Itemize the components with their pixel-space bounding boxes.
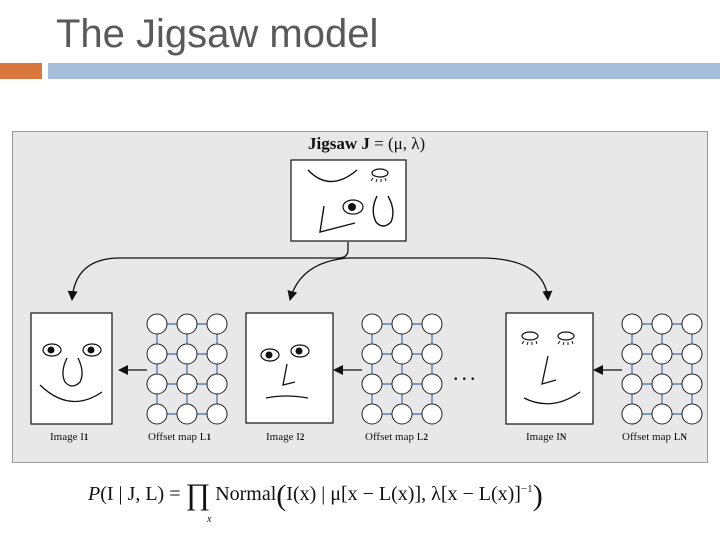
grid-node [391,343,413,365]
slide-title: The Jigsaw model [56,12,379,56]
grid-node [681,313,703,335]
grid-node [651,403,673,425]
jigsaw-label-params: = (μ, λ) [369,134,426,153]
grid-node [651,373,673,395]
grid-node [651,343,673,365]
title-accent-bar [0,63,42,79]
formula-normal: Normal [215,483,277,505]
grid-node [176,373,198,395]
jigsaw-label-bold: Jigsaw J [308,134,370,153]
image-n-face [505,312,594,425]
grid-node [146,343,168,365]
product-symbol: ∏ [185,478,211,511]
grid-node [681,403,703,425]
formula-p: P [88,483,101,505]
offset-map-1-grid [146,313,228,425]
grid-node [421,373,443,395]
caption-offset-map-1: Offset map L1 [148,431,211,443]
grid-node [206,343,228,365]
image-2-face [245,312,334,424]
jigsaw-arrows [67,242,553,301]
grid-node [176,343,198,365]
grid-node [421,313,443,335]
caption-image-1: Image I1 [50,431,89,443]
formula-lhs-args: (I | J, L) = [100,483,181,505]
ellipsis: ... [453,360,479,385]
grid-node [361,373,383,395]
grid-node [146,313,168,335]
formula-inner: I(x) | μ[x − L(x)], λ[x − L(x)] [286,483,521,505]
grid-node [621,343,643,365]
image-1-face [30,312,113,425]
grid-node [176,403,198,425]
grid-node [651,313,673,335]
grid-node [681,343,703,365]
grid-node [681,373,703,395]
grid-node [421,343,443,365]
jigsaw-mouth-patch [307,169,358,183]
grid-node [621,313,643,335]
formula-exponent: −1 [520,483,533,495]
product-subscript: x [207,514,212,525]
grid-node [421,403,443,425]
jigsaw-closed-eye-patch [371,168,389,178]
grid-node [361,403,383,425]
grid-node [176,313,198,335]
grid-node [391,403,413,425]
jigsaw-label: Jigsaw J = (μ, λ) [308,134,425,154]
grid-node [146,403,168,425]
jigsaw-box [290,159,407,242]
grid-node [621,373,643,395]
caption-offset-map-n: Offset map LN [622,431,687,443]
caption-offset-map-2: Offset map L2 [365,431,428,443]
grid-node [146,373,168,395]
caption-image-2: Image I2 [266,431,305,443]
caption-image-n: Image IN [526,431,567,443]
grid-node [391,373,413,395]
grid-node [206,313,228,335]
grid-node [391,313,413,335]
grid-node [621,403,643,425]
offset-map-2-grid [361,313,443,425]
jigsaw-nose-patch [372,195,394,227]
offset-map-n-grid [621,313,703,425]
grid-node [361,343,383,365]
grid-node [206,403,228,425]
grid-node [361,313,383,335]
title-divider-bar [48,63,720,79]
likelihood-formula: P(I | J, L) = ∏ x Normal(I(x) | μ[x − L(… [88,478,543,525]
grid-node [206,373,228,395]
